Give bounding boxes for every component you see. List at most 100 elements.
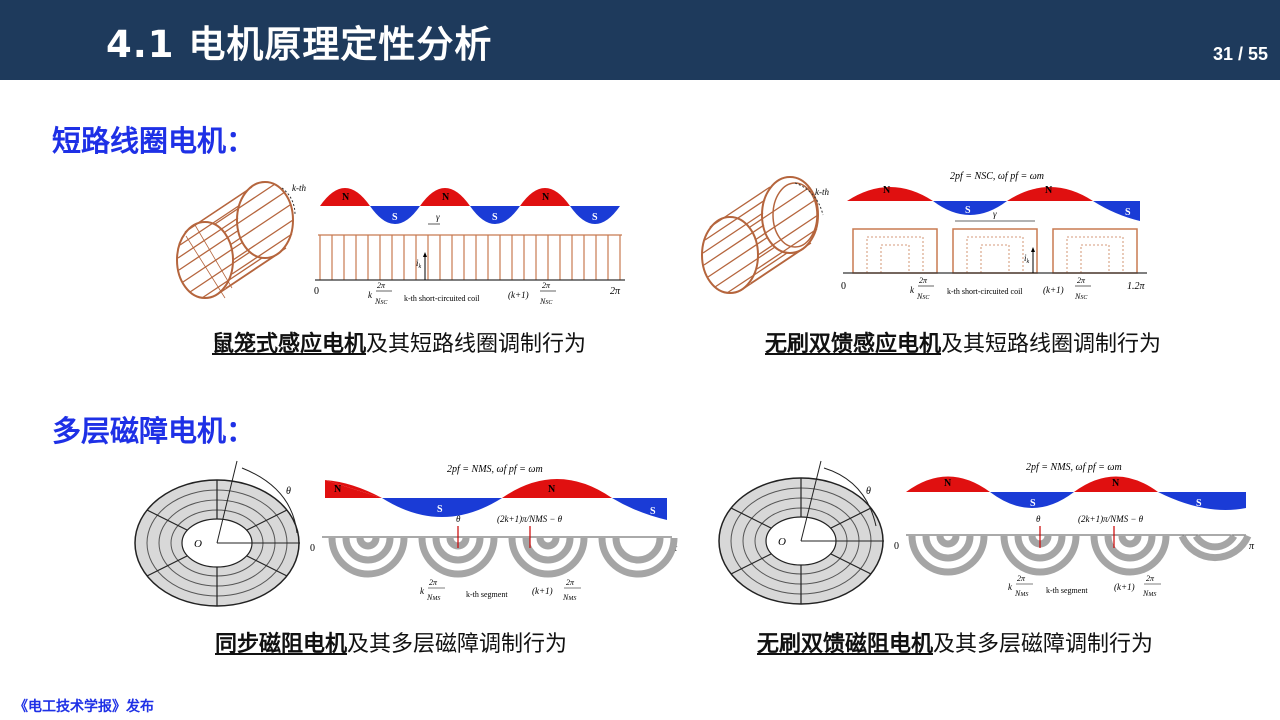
origin-label: O — [778, 536, 786, 548]
frac-2pi-label: 2π — [919, 276, 928, 285]
axis-pi-label: π — [1249, 541, 1255, 552]
north-pole-label: N — [944, 478, 952, 489]
coil-loops — [852, 228, 1138, 274]
caption-rest: 及其短路线圈调制行为 — [366, 332, 587, 357]
figure-bdfrm: θ O 2pf = NMS, ωf pf = ωm N S N S 0 π θ … — [718, 460, 1255, 605]
barrier-rotor-drawing — [134, 460, 300, 607]
frac-2pi-label: 2π — [1146, 574, 1155, 583]
south-pole-label: S — [492, 212, 498, 223]
frac-2pi-label: 2π — [566, 578, 575, 587]
barrier-rotor-drawing — [718, 460, 884, 605]
k-label: k — [1008, 582, 1013, 592]
section-title-short-circuit: 短路线圈电机： — [52, 124, 256, 158]
equation-sc: 2pf = NSC, ωf pf = ωm — [950, 171, 1044, 182]
theta-label: θ — [1036, 514, 1041, 524]
figure-bdfim: k-th 2pf = NSC, ωf pf = ωm N S N S γ ik … — [701, 171, 1147, 301]
figure-synrm: θ O 2pf = NMS, ωf pf = ωm N S N S 0 π θ … — [134, 460, 678, 607]
axis-zero-label: 0 — [314, 286, 319, 297]
k-label: k — [420, 586, 425, 596]
north-pole-label: N — [542, 192, 550, 203]
cage-rotor-drawing — [176, 181, 294, 299]
south-pole-label: S — [650, 506, 656, 517]
frac-2pi-label: 2π — [429, 578, 438, 587]
north-pole-label: N — [1045, 185, 1053, 196]
caption-strong: 无刷双馈磁阻电机 — [757, 632, 934, 657]
south-pole-label: S — [592, 212, 598, 223]
k-plus-1-label: (k+1) — [508, 290, 529, 300]
south-pole-label: S — [1030, 498, 1036, 509]
page-indicator: 31 / 55 — [1212, 44, 1268, 64]
k-label: k — [910, 285, 915, 295]
mmf-waveform: N S N S — [325, 479, 667, 520]
coil-bars — [318, 234, 622, 280]
equation-ms: 2pf = NMS, ωf pf = ωm — [447, 464, 543, 475]
segment-label: k-th segment — [1046, 586, 1088, 595]
caption-bdfrm: 无刷双馈磁阻电机及其多层磁障调制行为 — [757, 626, 1153, 658]
north-pole-label: N — [548, 484, 556, 495]
ik-label: ik — [416, 258, 422, 270]
figure-squirrel-cage: k-th N S N S N S ik γ 0 2π k 2π N — [176, 181, 625, 306]
gamma-label: γ — [436, 212, 440, 222]
theta-label: θ — [286, 486, 291, 497]
caption-strong: 无刷双馈感应电机 — [765, 332, 942, 357]
axis-1-2pi-label: 1.2π — [1127, 281, 1146, 292]
nsc-label: NSC — [1074, 292, 1088, 301]
south-pole-label: S — [392, 212, 398, 223]
caption-strong: 鼠笼式感应电机 — [212, 332, 367, 357]
frac-2pi-label: 2π — [1017, 574, 1026, 583]
south-pole-label: S — [1196, 498, 1202, 509]
nsc-label: NSC — [539, 297, 553, 306]
mmf-waveform: N S N S — [847, 185, 1140, 221]
caption-bdfim: 无刷双馈感应电机及其短路线圈调制行为 — [765, 326, 1161, 358]
axis-2pi-label: 2π — [610, 286, 621, 297]
nms-label: NMS — [1014, 589, 1028, 598]
nms-label: NMS — [1142, 589, 1156, 598]
axis-zero-label: 0 — [894, 541, 899, 552]
frac-2pi-label: 2π — [377, 281, 386, 290]
north-pole-label: N — [342, 192, 350, 203]
theta-formula-label: (2k+1)π/NMS − θ — [1078, 514, 1144, 524]
section-title-multi-barrier: 多层磁障电机： — [52, 414, 256, 448]
ik-label: ik — [1024, 253, 1030, 265]
nested-cage-rotor-drawing — [701, 176, 819, 294]
nsc-label: NSC — [916, 292, 930, 301]
axis-zero-label: 0 — [310, 543, 315, 554]
caption-rest: 及其短路线圈调制行为 — [941, 332, 1162, 357]
theta-label: θ — [456, 514, 461, 524]
footer-publisher: 《电工技术学报》发布 — [14, 699, 154, 715]
axis-zero-label: 0 — [841, 281, 846, 292]
k-plus-1-label: (k+1) — [1043, 285, 1064, 295]
gamma-label: γ — [993, 209, 997, 219]
south-pole-label: S — [437, 504, 443, 515]
barrier-segments — [328, 537, 678, 578]
north-pole-label: N — [442, 192, 450, 203]
nsc-label: NSC — [374, 297, 388, 306]
caption-rest: 及其多层磁障调制行为 — [347, 632, 568, 657]
kth-label: k-th — [815, 187, 829, 197]
mmf-waveform: N S N S N S — [320, 188, 620, 224]
k-label: k — [368, 290, 373, 300]
slide-title: 4.1 电机原理定性分析 — [106, 23, 493, 66]
equation-ms: 2pf = NMS, ωf pf = ωm — [1026, 462, 1122, 473]
k-plus-1-label: (k+1) — [1114, 582, 1135, 592]
k-plus-1-label: (k+1) — [532, 586, 553, 596]
frac-2pi-label: 2π — [542, 281, 551, 290]
short-coil-label: k-th short-circuited coil — [947, 287, 1023, 296]
nms-label: NMS — [562, 593, 576, 602]
caption-rest: 及其多层磁障调制行为 — [933, 632, 1154, 657]
south-pole-label: S — [965, 205, 971, 216]
north-pole-label: N — [1112, 478, 1120, 489]
caption-synrm: 同步磁阻电机及其多层磁障调制行为 — [215, 626, 567, 658]
header-bar: 4.1 电机原理定性分析 31 / 55 — [0, 0, 1280, 80]
barrier-segments — [908, 534, 1252, 576]
south-pole-label: S — [1125, 207, 1131, 218]
caption-strong: 同步磁阻电机 — [215, 632, 348, 657]
north-pole-label: N — [334, 484, 342, 495]
origin-label: O — [194, 538, 202, 550]
kth-label: k-th — [292, 183, 306, 193]
nms-label: NMS — [426, 593, 440, 602]
theta-label: θ — [866, 486, 871, 497]
north-pole-label: N — [883, 185, 891, 196]
frac-2pi-label: 2π — [1077, 276, 1086, 285]
short-coil-label: k-th short-circuited coil — [404, 294, 480, 303]
